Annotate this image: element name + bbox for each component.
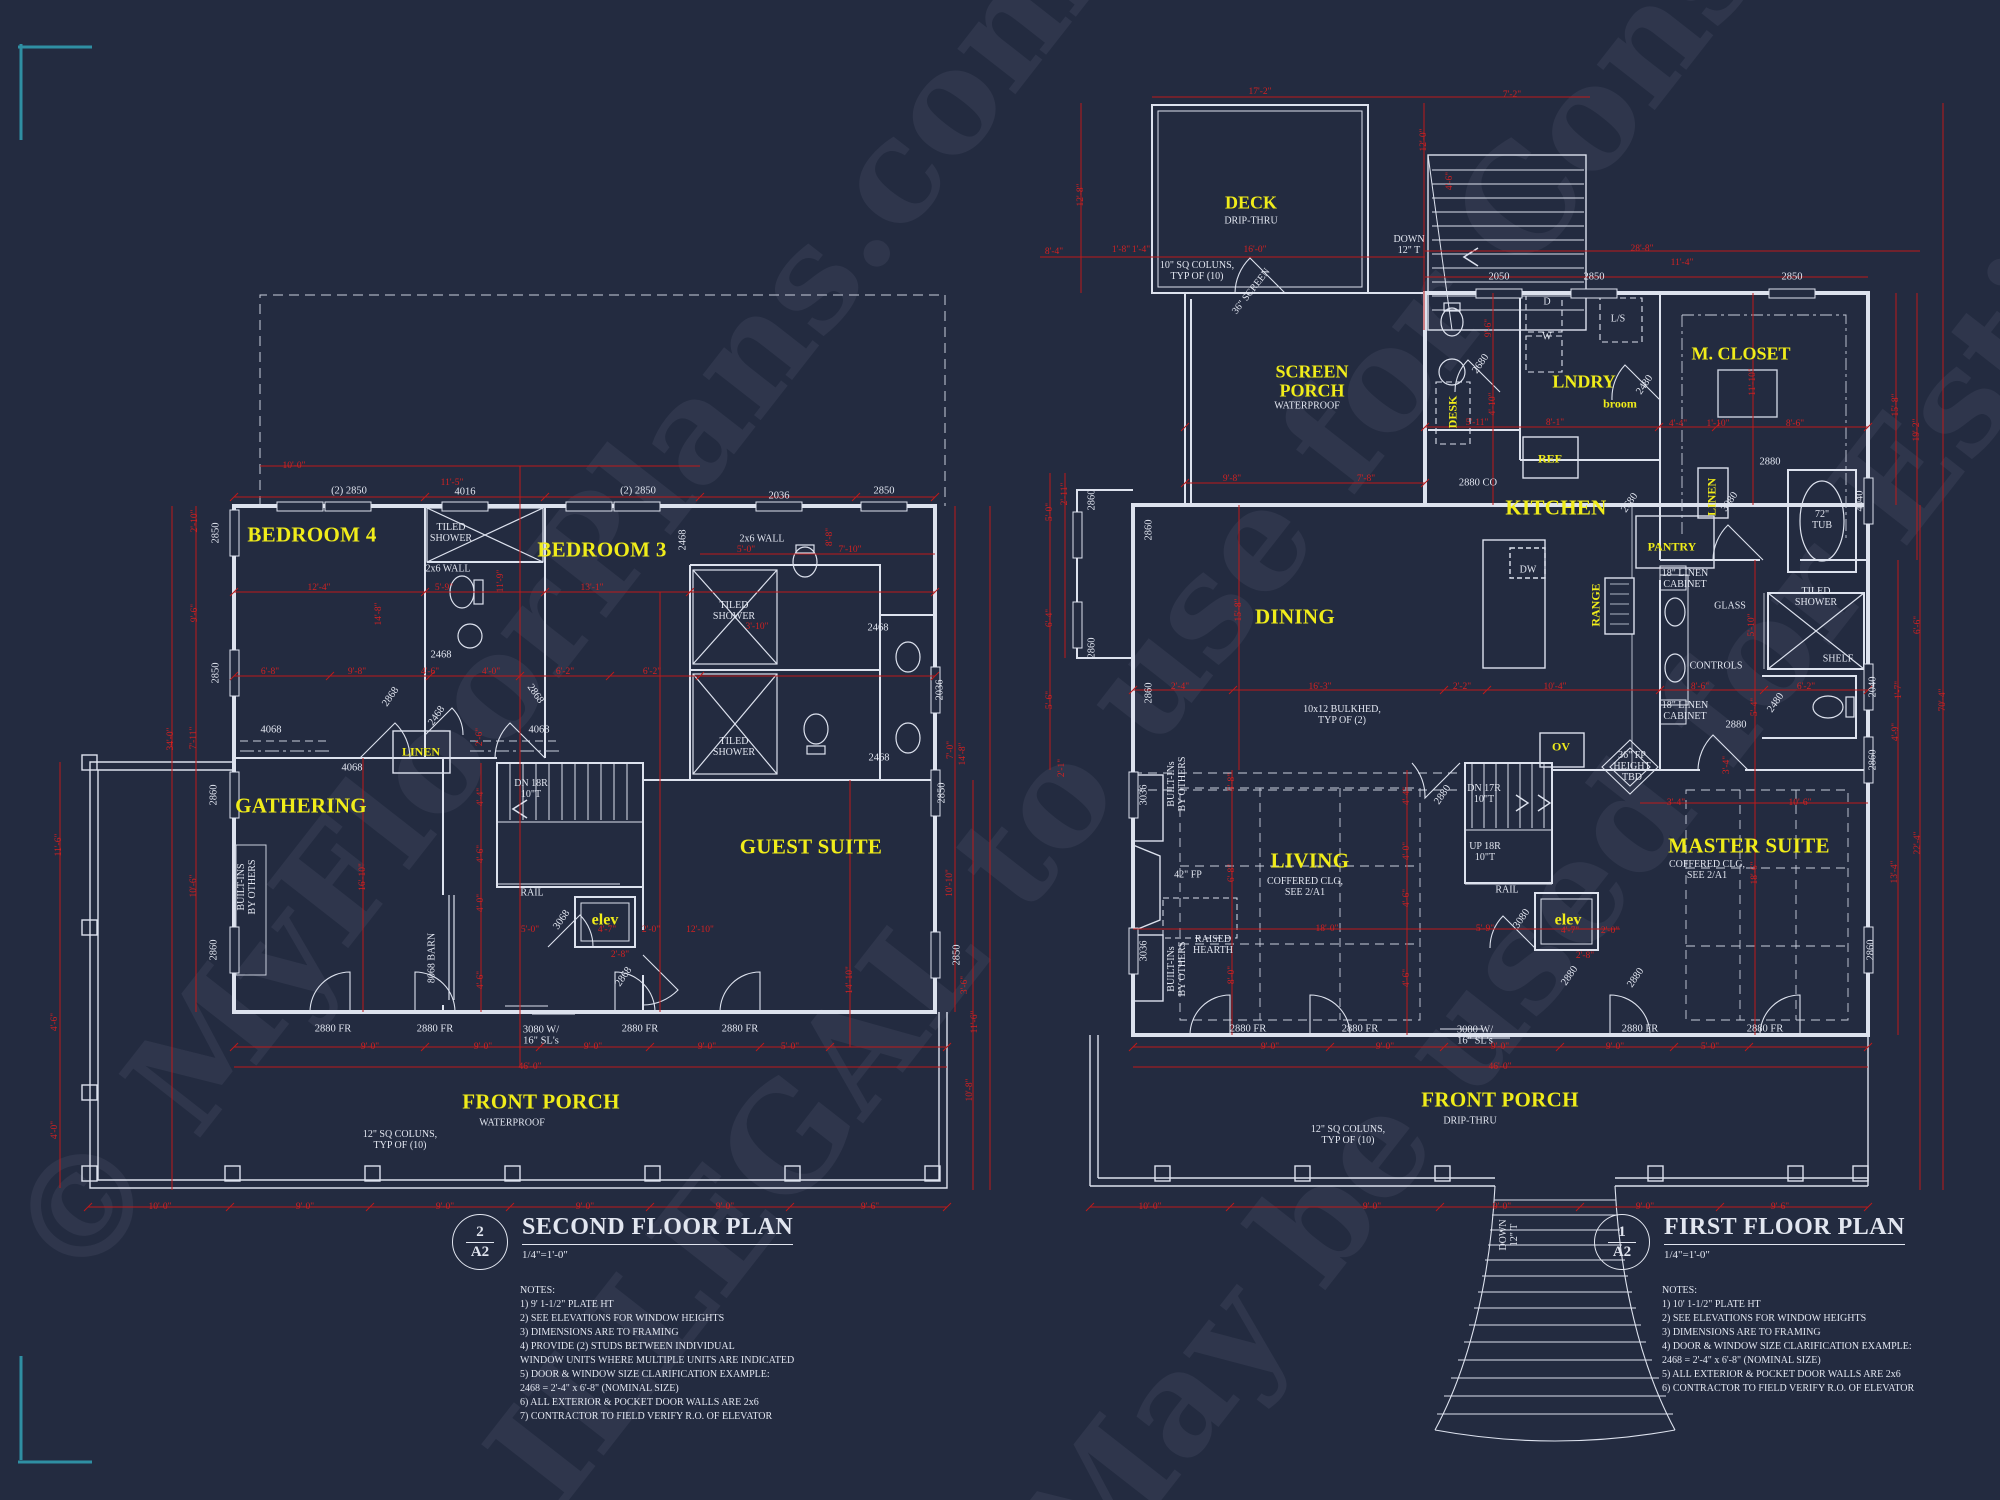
plan-notes: NOTES: 1) 9' 1-1/2" PLATE HT 2) SEE ELEVA… [520, 1284, 794, 1424]
note-line: 6) ALL EXTERIOR & POCKET DOOR WALLS ARE … [520, 1397, 759, 1408]
sheet-number: A2 [470, 1243, 490, 1260]
second-floor-plan-drawing [59, 294, 991, 1212]
note-line: 2) SEE ELEVATIONS FOR WINDOW HEIGHTS [520, 1313, 725, 1324]
note-line: 4) DOOR & WINDOW SIZE CLARIFICATION EXAM… [1662, 1341, 1912, 1366]
corner-mark-icon [18, 44, 92, 1464]
note-line: 2) SEE ELEVATIONS FOR WINDOW HEIGHTS [1662, 1313, 1867, 1324]
plan-scale: 1/4"=1'-0" [522, 1249, 568, 1261]
plan-notes: NOTES: 1) 10' 1-1/2" PLATE HT 2) SEE ELEV… [1662, 1284, 1914, 1396]
notes-heading: NOTES: [520, 1285, 555, 1296]
detail-number: 2 [466, 1224, 494, 1243]
sheet-reference-bubble: 1 A2 [1594, 1214, 1650, 1270]
first-floor-plan-drawing [1040, 96, 1944, 1442]
notes-list: 1) 10' 1-1/2" PLATE HT 2) SEE ELEVATIONS … [1662, 1298, 1914, 1396]
detail-number: 1 [1608, 1224, 1636, 1243]
notes-list: 1) 9' 1-1/2" PLATE HT 2) SEE ELEVATIONS F… [520, 1298, 794, 1424]
note-line: 3) DIMENSIONS ARE TO FRAMING [1662, 1327, 1821, 1338]
sheet-reference-bubble: 2 A2 [452, 1214, 508, 1270]
sheet-number: A2 [1612, 1243, 1632, 1260]
note-line: 7) CONTRACTOR TO FIELD VERIFY R.O. OF EL… [520, 1411, 773, 1422]
first-floor-titleblock: 1 A2 FIRST FLOOR PLAN 1/4"=1'-0" NOTES: … [1594, 1214, 1914, 1396]
note-line: 5) DOOR & WINDOW SIZE CLARIFICATION EXAM… [520, 1369, 770, 1394]
note-line: 1) 10' 1-1/2" PLATE HT [1662, 1299, 1761, 1310]
plan-title: SECOND FLOOR PLAN [522, 1214, 794, 1245]
note-line: 1) 9' 1-1/2" PLATE HT [520, 1299, 614, 1310]
plan-scale: 1/4"=1'-0" [1664, 1249, 1710, 1261]
second-floor-titleblock: 2 A2 SECOND FLOOR PLAN 1/4"=1'-0" NOTES:… [452, 1214, 794, 1424]
note-line: 6) CONTRACTOR TO FIELD VERIFY R.O. OF EL… [1662, 1383, 1915, 1394]
note-line: 3) DIMENSIONS ARE TO FRAMING [520, 1327, 679, 1338]
note-line: 4) PROVIDE (2) STUDS BETWEEN INDIVIDUAL … [520, 1341, 795, 1366]
plan-title: FIRST FLOOR PLAN [1664, 1214, 1905, 1245]
notes-heading: NOTES: [1662, 1285, 1697, 1296]
note-line: 5) ALL EXTERIOR & POCKET DOOR WALLS ARE … [1662, 1369, 1901, 1380]
